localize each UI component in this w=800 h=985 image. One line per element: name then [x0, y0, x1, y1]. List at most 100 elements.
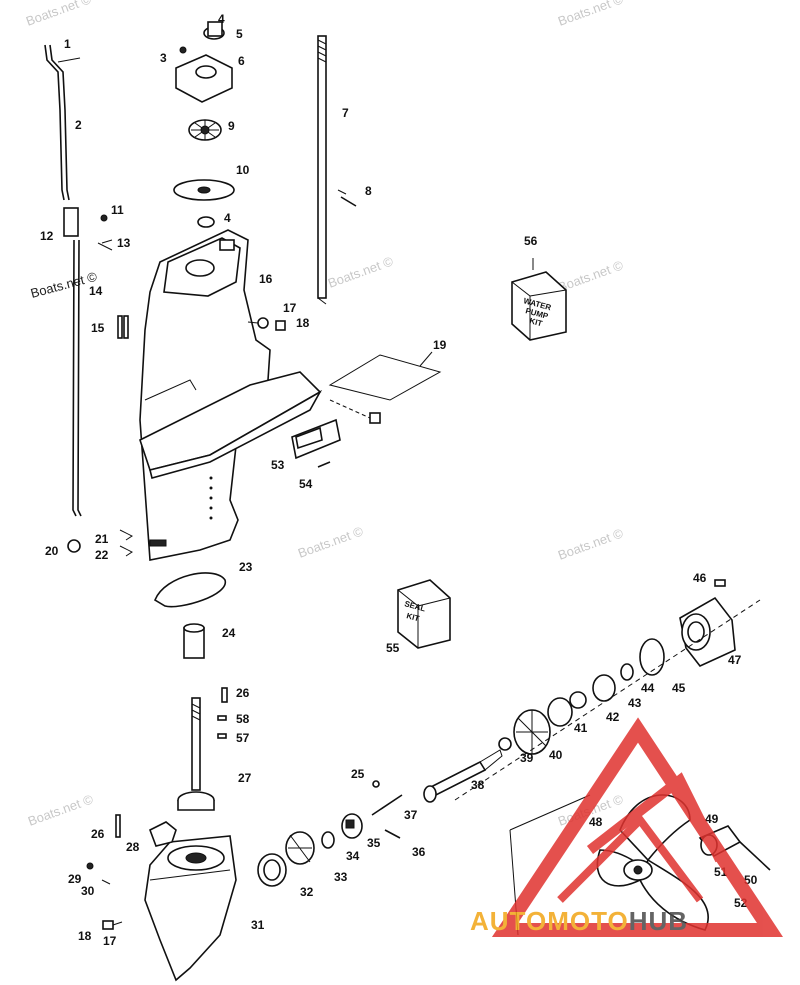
callout-5: 5 — [236, 27, 243, 41]
pin-8 — [340, 196, 357, 207]
screw-15 — [117, 315, 129, 339]
callout-54: 54 — [299, 477, 313, 491]
callout-39: 39 — [520, 751, 534, 765]
logo-text: AUTOMOTOHUB — [470, 906, 688, 936]
callout-20: 20 — [45, 544, 59, 558]
decal-19 — [328, 351, 442, 424]
callout-2: 2 — [75, 118, 82, 132]
callout-11: 11 — [111, 203, 124, 217]
shift-rod-coupler — [63, 207, 113, 251]
exploded-axis-line — [454, 599, 761, 801]
callout-38: 38 — [471, 778, 485, 792]
logo-part-hub: HUB — [629, 906, 688, 936]
leader-lines — [101, 189, 347, 324]
parts-26-28-29-30 — [86, 814, 177, 930]
callout-6: 6 — [238, 54, 245, 68]
callout-22: 22 — [95, 548, 109, 562]
callout-35: 35 — [367, 836, 381, 850]
callout-43: 43 — [628, 696, 642, 710]
driveshaft — [317, 35, 327, 305]
driveshaft-housing — [139, 229, 323, 561]
water-pump-assembly — [173, 21, 235, 228]
callout-13: 13 — [117, 236, 131, 250]
propeller-box-top — [509, 794, 591, 831]
callout-40: 40 — [549, 748, 563, 762]
watermark-1: Boats.net © — [24, 0, 94, 29]
callout-3: 3 — [160, 51, 167, 65]
watermark-2: Boats.net © — [556, 0, 626, 29]
callout-48: 48 — [589, 815, 603, 829]
callout-23: 23 — [239, 560, 253, 574]
callout-41: 41 — [574, 721, 588, 735]
callout-7: 7 — [342, 106, 349, 120]
callout-44: 44 — [641, 681, 655, 695]
callout-15: 15 — [91, 321, 105, 335]
callout-4b: 4 — [224, 211, 231, 225]
callout-28: 28 — [126, 840, 140, 854]
shift-rod-lower — [72, 239, 82, 517]
callout-58: 58 — [236, 712, 250, 726]
watermark-4: Boats.net © — [556, 257, 626, 295]
callout-36: 36 — [412, 845, 426, 859]
callout-57: 57 — [236, 731, 250, 745]
callout-34: 34 — [346, 849, 360, 863]
callout-4a: 4 — [218, 12, 225, 26]
callout-17b: 17 — [103, 934, 117, 948]
callout-1: 1 — [64, 37, 71, 51]
washer-screw-17-18 — [257, 317, 286, 331]
reverse-gear-stack — [498, 638, 665, 755]
callout-45: 45 — [672, 681, 686, 695]
watermark-3: Boats.net © — [326, 253, 396, 291]
watermark-6: Boats.net © — [556, 525, 626, 563]
callout-9: 9 — [228, 119, 235, 133]
propeller-shaft — [371, 749, 503, 816]
callout-12: 12 — [40, 229, 54, 243]
callout-56: 56 — [524, 234, 538, 248]
callout-31: 31 — [251, 918, 265, 932]
callout-16: 16 — [259, 272, 273, 286]
logo-part-moto: MOTO — [547, 906, 629, 936]
water-pump-kit: WATER PUMP KIT — [511, 258, 567, 341]
callout-19: 19 — [433, 338, 447, 352]
callout-46: 46 — [693, 571, 707, 585]
callout-53: 53 — [271, 458, 285, 472]
gasket-23 — [154, 572, 226, 608]
callout-26b: 26 — [91, 827, 105, 841]
callout-42: 42 — [606, 710, 620, 724]
forward-gear-stack — [257, 813, 401, 887]
callout-14: 14 — [89, 284, 103, 298]
callout-25: 25 — [351, 767, 365, 781]
seal-kit-label-2: KIT — [405, 611, 420, 623]
keys-26-57-58 — [217, 687, 228, 739]
automotohub-logo: AUTOMOTOHUB — [470, 717, 784, 937]
callout-8: 8 — [365, 184, 372, 198]
callout-29: 29 — [68, 872, 82, 886]
trim-tab — [291, 418, 341, 468]
callout-21: 21 — [95, 532, 109, 546]
callout-17a: 17 — [283, 301, 297, 315]
water-pump-kit-label-3: KIT — [528, 316, 543, 328]
callout-26a: 26 — [236, 686, 250, 700]
gear-housing — [144, 835, 237, 982]
bearing-carrier — [679, 579, 736, 667]
callout-49: 49 — [705, 812, 719, 826]
seal-kit: SEAL KIT — [397, 579, 451, 649]
shift-rod-upper — [44, 44, 81, 201]
drive-shaft-lower — [177, 697, 215, 811]
callout-33: 33 — [334, 870, 348, 884]
callout-55: 55 — [386, 641, 400, 655]
watermark-5: Boats.net © — [296, 523, 366, 561]
callout-27: 27 — [238, 771, 252, 785]
callout-18b: 18 — [78, 929, 92, 943]
logo-part-auto: AUTO — [470, 906, 547, 936]
callout-47: 47 — [728, 653, 742, 667]
callout-37: 37 — [404, 808, 418, 822]
bushing-24 — [183, 623, 205, 659]
callout-30: 30 — [81, 884, 95, 898]
callout-32: 32 — [300, 885, 314, 899]
nut-clip-20-22 — [67, 529, 133, 557]
watermark-7: Boats.net © — [26, 791, 96, 829]
